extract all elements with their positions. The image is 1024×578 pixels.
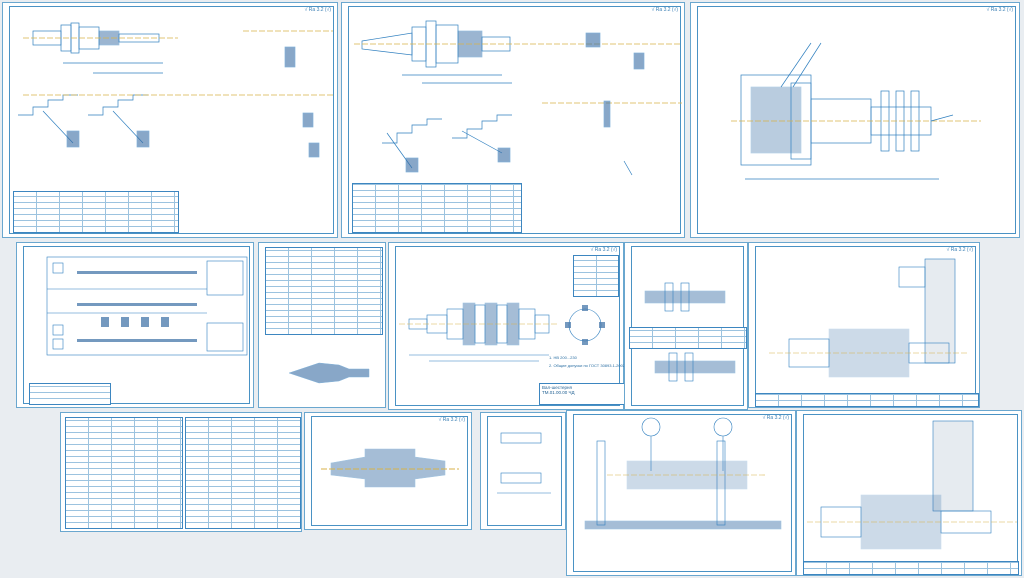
- sheet-frame: [697, 6, 1016, 234]
- sheet-frame: [487, 416, 562, 526]
- roughness-symbol: √ Ra 3.2 (√): [946, 247, 973, 253]
- sheet-frame: [23, 246, 250, 404]
- legend-table: [29, 383, 111, 405]
- roughness-symbol: √ Ra 3.2 (√): [590, 247, 617, 253]
- note-1: 1. HB 200...230: [549, 355, 577, 360]
- sheet-assembly-drawing[interactable]: √ Ra 3.2 (√): [690, 2, 1020, 238]
- roughness-symbol: √ Ra 3.2 (√): [986, 7, 1013, 13]
- process-card-table: [265, 247, 383, 335]
- sheet-frame: [348, 6, 681, 234]
- sheet-operation-sketch-1[interactable]: √ Ra 3.2 (√): [2, 2, 338, 238]
- process-card-table-right: [185, 417, 301, 529]
- sheet-fixture-drawing[interactable]: √ Ra 3.2 (√): [566, 410, 796, 576]
- sheet-billet-drawing[interactable]: √ Ra 3.2 (√): [304, 412, 472, 530]
- drawing-name: Вал-шестерня: [542, 385, 572, 390]
- operations-table: [13, 191, 179, 233]
- sheet-detail-sketch[interactable]: [480, 412, 566, 530]
- sheet-process-card-2[interactable]: [60, 412, 302, 532]
- operations-table: [352, 183, 522, 233]
- operations-table: [755, 393, 979, 407]
- sheet-part-drawing[interactable]: √ Ra 3.2 (√) 1. HB 200...230 2. Общие до…: [388, 242, 659, 410]
- drawing-code: ТМ.01.00.00 ЧД: [542, 390, 575, 395]
- sheet-frame: [9, 6, 334, 234]
- sketch-drawing: [18, 22, 333, 158]
- sheet-frame: [631, 246, 744, 406]
- sheet-operation-sketch-2[interactable]: √ Ra 3.2 (√): [341, 2, 685, 238]
- detail-drawing: [497, 432, 551, 494]
- roughness-symbol: √ Ra 3.2 (√): [304, 7, 331, 13]
- sheet-layout-plan[interactable]: [16, 242, 254, 408]
- part-sketch: [288, 362, 370, 384]
- machining-drawing: [807, 420, 1017, 550]
- shaft-drawing: [399, 302, 605, 362]
- gear-parameters-table: [573, 255, 619, 297]
- plan-drawing: [46, 256, 248, 356]
- sheet-machining-sketch[interactable]: √ Ra 3.2 (√): [748, 242, 980, 408]
- note-2: 2. Общие допуски по ГОСТ 30893.1-2002: H…: [549, 363, 660, 368]
- process-card-table-left: [65, 417, 183, 529]
- operations-table: [803, 561, 1019, 575]
- roughness-symbol: √ Ra 3.2 (√): [651, 7, 678, 13]
- assembly-drawing: [731, 42, 981, 180]
- fixture-drawing: [584, 417, 782, 530]
- roughness-symbol: √ Ra 3.2 (√): [438, 417, 465, 423]
- sheet-frame: [573, 414, 792, 572]
- billet-drawing: [321, 448, 459, 488]
- sheet-process-card-1[interactable]: [258, 242, 386, 408]
- operations-table: [629, 327, 747, 349]
- roughness-symbol: √ Ra 3.2 (√): [762, 415, 789, 421]
- sketch-drawing: [644, 282, 736, 382]
- sheet-frame: [311, 416, 468, 526]
- sheet-frame: [395, 246, 620, 406]
- title-block: Вал-шестерня ТМ.01.00.00 ЧД: [539, 383, 625, 405]
- machining-drawing: [769, 258, 969, 378]
- sheet-machining-sketch-2[interactable]: [796, 410, 1022, 576]
- sheet-operation-sketch-3[interactable]: [624, 242, 748, 410]
- sketch-drawing: [354, 20, 682, 176]
